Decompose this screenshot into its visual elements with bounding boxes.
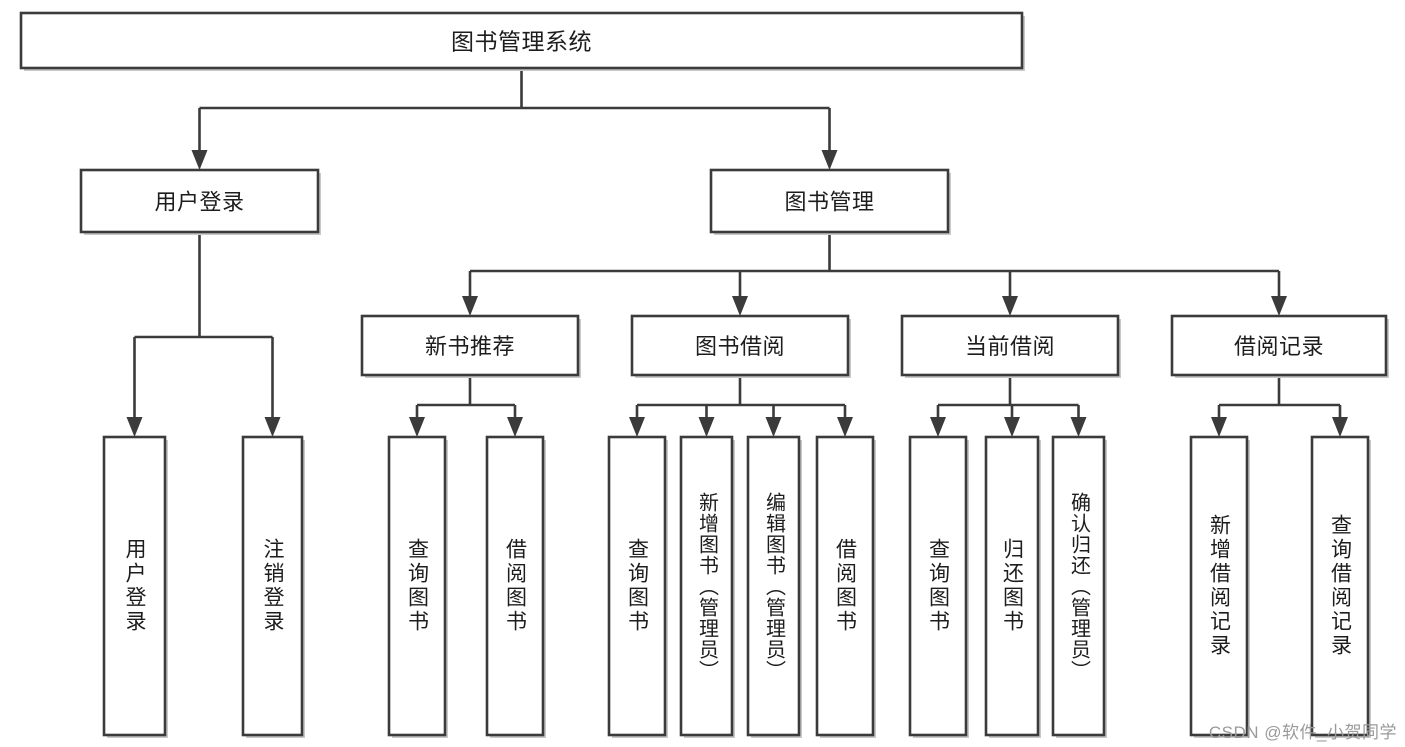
node-book-mgmt[interactable] xyxy=(709,168,950,234)
arrow-head-icon xyxy=(698,417,715,437)
arrow-head-icon xyxy=(1271,296,1287,316)
arrow-head-icon xyxy=(462,296,478,316)
node-leaf-user-login[interactable] xyxy=(102,435,167,737)
node-leaf-borrow-book-1[interactable] xyxy=(485,435,545,737)
node-book-mgmt-label: 图书管理 xyxy=(784,190,874,215)
node-user-login-label: 用户登录 xyxy=(154,190,244,215)
arrow-head-icon xyxy=(1002,296,1018,316)
arrow-head-icon xyxy=(732,296,748,316)
node-leaf-edit-book[interactable] xyxy=(746,435,801,737)
node-leaf-add-record[interactable] xyxy=(1189,435,1249,737)
arrow-head-icon xyxy=(126,417,143,437)
arrow-head-icon xyxy=(409,417,425,437)
arrow-head-icon xyxy=(507,417,523,437)
arrow-head-icon xyxy=(1070,417,1087,437)
arrow-head-icon xyxy=(629,417,645,437)
node-leaf-confirm-return[interactable] xyxy=(1051,435,1106,737)
node-current-borrow-label: 当前借阅 xyxy=(965,334,1055,359)
node-book-borrow[interactable] xyxy=(630,314,850,377)
node-borrow-record[interactable] xyxy=(1170,314,1388,377)
node-new-book-rec[interactable] xyxy=(360,314,580,377)
arrow-head-icon xyxy=(930,417,946,437)
node-leaf-borrow-book-2[interactable] xyxy=(815,435,875,737)
arrow-head-icon xyxy=(1004,417,1020,437)
node-leaf-query-record[interactable] xyxy=(1310,435,1370,737)
node-new-book-rec-label: 新书推荐 xyxy=(425,334,515,359)
node-root[interactable] xyxy=(19,11,1024,70)
node-borrow-record-label: 借阅记录 xyxy=(1234,334,1324,359)
node-leaf-user-logout[interactable] xyxy=(241,435,304,737)
node-leaf-return-book[interactable] xyxy=(984,435,1040,737)
arrow-head-icon xyxy=(1332,417,1348,437)
node-user-login[interactable] xyxy=(79,168,320,234)
csdn-watermark: CSDN @软件_小贺同学 xyxy=(1208,723,1397,742)
connector-layer xyxy=(126,68,1348,437)
node-leaf-query-book-2[interactable] xyxy=(607,435,667,737)
node-leaf-query-book-3[interactable] xyxy=(908,435,968,737)
node-current-borrow[interactable] xyxy=(900,314,1120,377)
node-leaf-add-book[interactable] xyxy=(679,435,734,737)
node-leaf-query-book-1[interactable] xyxy=(387,435,447,737)
arrow-head-icon xyxy=(191,150,208,170)
node-book-borrow-label: 图书借阅 xyxy=(695,334,785,359)
arrow-head-icon xyxy=(1211,417,1227,437)
arrow-head-icon xyxy=(765,417,782,437)
arrow-head-icon xyxy=(821,150,838,170)
arrow-head-icon xyxy=(837,417,853,437)
arrow-head-icon xyxy=(264,417,281,437)
node-root-label: 图书管理系统 xyxy=(451,29,592,55)
